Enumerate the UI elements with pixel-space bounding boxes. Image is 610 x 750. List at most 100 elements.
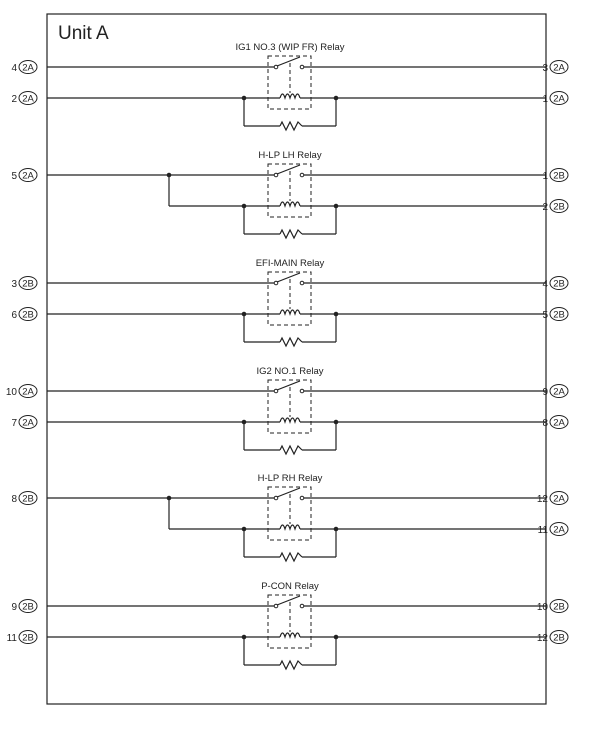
switch-gap xyxy=(274,495,302,501)
resistor-symbol xyxy=(279,228,303,240)
connector-id: 2A xyxy=(553,494,565,505)
connector-id: 2B xyxy=(22,279,34,290)
pin-number: 11 xyxy=(7,633,18,644)
resistor-symbol xyxy=(279,659,303,671)
pin-number: 9 xyxy=(542,387,548,398)
relay-box xyxy=(267,594,312,649)
relay-title: IG2 NO.1 Relay xyxy=(256,366,323,377)
coil-symbol xyxy=(279,309,301,317)
resistor-symbol xyxy=(279,551,303,563)
switch-arm xyxy=(276,56,301,67)
connector-id: 2A xyxy=(553,418,565,429)
connector-id: 2B xyxy=(553,633,565,644)
connector-badge xyxy=(549,307,569,321)
connector-badge xyxy=(549,384,569,398)
connector-badge xyxy=(549,168,569,182)
switch-gap xyxy=(274,172,302,178)
unit-title: Unit A xyxy=(58,23,109,44)
coil-symbol xyxy=(279,417,301,425)
connector-id: 2B xyxy=(553,202,565,213)
switch-gap xyxy=(274,388,302,394)
switch-arm xyxy=(276,272,301,283)
switch-arm xyxy=(276,595,301,606)
connector-id: 2A xyxy=(22,63,34,74)
pin-number: 6 xyxy=(11,310,17,321)
pin-number: 8 xyxy=(11,494,17,505)
switch-contact xyxy=(299,603,305,609)
pin-number: 7 xyxy=(11,418,17,429)
connector-badge xyxy=(18,307,38,321)
connector-badge xyxy=(549,522,569,536)
coil-symbol xyxy=(279,632,301,640)
relay-title: P-CON Relay xyxy=(261,581,319,592)
connector-badge xyxy=(549,491,569,505)
connector-id: 2B xyxy=(22,494,34,505)
connector-badge xyxy=(18,91,38,105)
connector-badge xyxy=(18,168,38,182)
resistor-symbol xyxy=(279,336,303,348)
coil-symbol xyxy=(279,93,301,101)
relay-box xyxy=(267,55,312,110)
connector-id: 2A xyxy=(553,63,565,74)
connector-id: 2A xyxy=(553,525,565,536)
switch-contact xyxy=(273,172,279,178)
switch-gap xyxy=(274,64,302,70)
connector-id: 2B xyxy=(553,310,565,321)
switch-contact xyxy=(299,172,305,178)
pin-number: 10 xyxy=(537,602,549,613)
connector-badge xyxy=(18,415,38,429)
switch-contact xyxy=(273,388,279,394)
switch-gap xyxy=(274,603,302,609)
connector-badge xyxy=(18,384,38,398)
pin-number: 11 xyxy=(538,525,549,536)
pin-number: 1 xyxy=(542,94,548,105)
junction-dot xyxy=(166,172,172,178)
switch-arm xyxy=(276,487,301,498)
pin-number: 4 xyxy=(542,279,548,290)
connector-id: 2A xyxy=(22,418,34,429)
connector-badge xyxy=(18,60,38,74)
resistor-symbol xyxy=(279,120,303,132)
connector-id: 2A xyxy=(22,171,34,182)
unit-frame xyxy=(46,13,547,705)
junction-dot xyxy=(166,495,172,501)
switch-contact xyxy=(299,388,305,394)
coil-symbol xyxy=(279,524,301,532)
switch-contact xyxy=(273,603,279,609)
pin-number: 2 xyxy=(542,202,548,213)
relay-title: H-LP RH Relay xyxy=(258,473,323,484)
pin-number: 4 xyxy=(11,63,17,74)
connector-badge xyxy=(18,276,38,290)
pin-number: 8 xyxy=(542,418,548,429)
connector-id: 2A xyxy=(553,94,565,105)
connector-id: 2B xyxy=(22,602,34,613)
pin-number: 1 xyxy=(542,171,548,182)
connector-badge xyxy=(18,491,38,505)
connector-badge xyxy=(18,630,38,644)
connector-id: 2B xyxy=(22,633,34,644)
switch-contact xyxy=(273,280,279,286)
relay-box xyxy=(267,271,312,326)
pin-number: 2 xyxy=(11,94,17,105)
connector-badge xyxy=(18,599,38,613)
relay-title: H-LP LH Relay xyxy=(258,150,321,161)
connector-id: 2B xyxy=(553,602,565,613)
pin-number: 5 xyxy=(11,171,17,182)
connector-badge xyxy=(549,599,569,613)
resistor-symbol xyxy=(279,444,303,456)
connector-id: 2A xyxy=(22,94,34,105)
connector-id: 2B xyxy=(22,310,34,321)
pin-number: 10 xyxy=(6,387,18,398)
pin-number: 12 xyxy=(537,633,549,644)
switch-contact xyxy=(299,495,305,501)
pin-number: 5 xyxy=(542,310,548,321)
switch-arm xyxy=(276,164,301,175)
connector-badge xyxy=(549,199,569,213)
